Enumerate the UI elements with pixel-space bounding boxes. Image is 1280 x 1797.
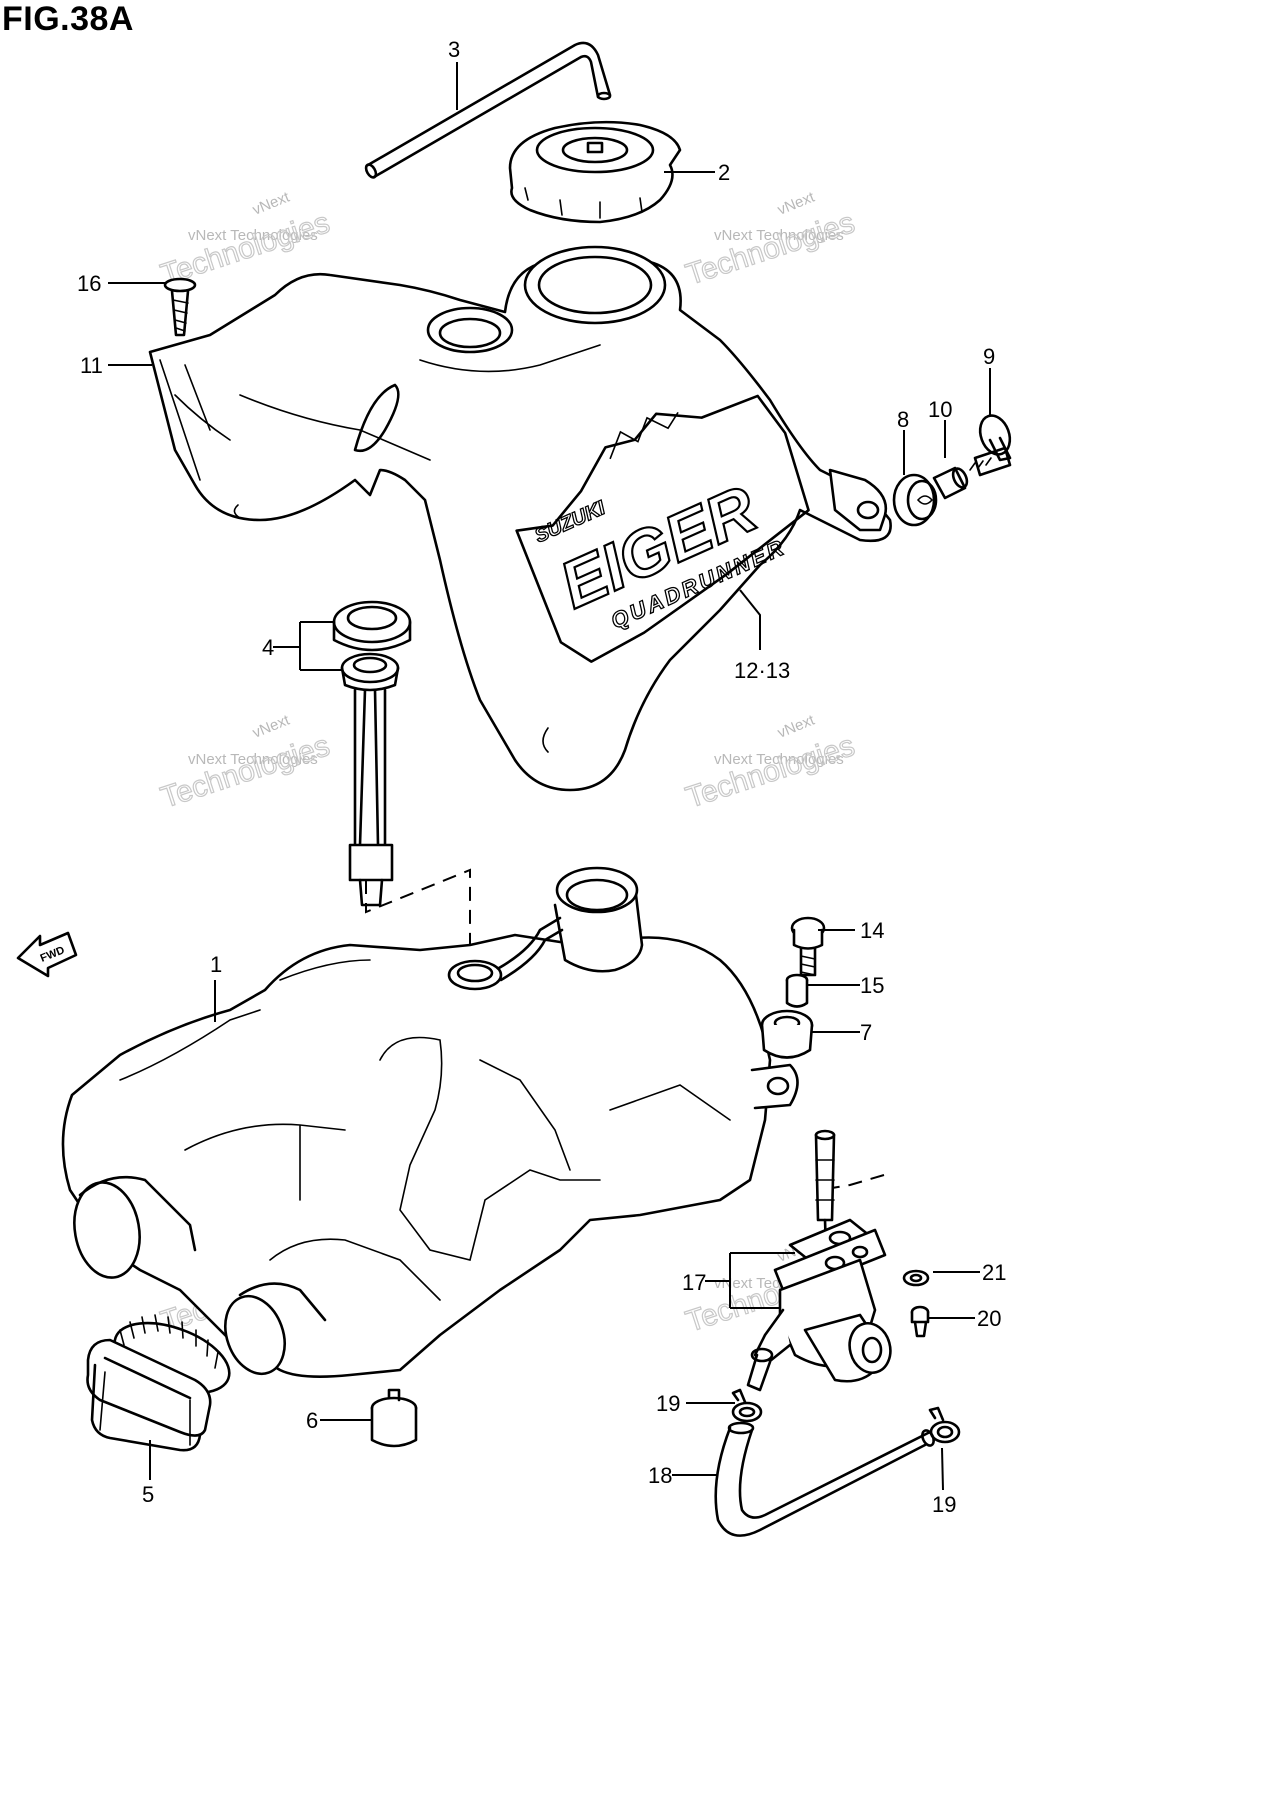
callout-12-13: 12·13 (734, 658, 790, 683)
watermark-mid-left: vNext vNext Technologies Technologies (156, 711, 334, 815)
callout-8: 8 (897, 407, 909, 432)
callout-16: 16 (77, 271, 101, 296)
part-grommet-8 (892, 473, 938, 527)
part-fuel-hose (714, 1421, 935, 1537)
part-clamp-19b (928, 1406, 961, 1444)
part-fuel-gauge (332, 600, 412, 907)
watermark-text: Technologies (682, 729, 859, 815)
callout-14: 14 (860, 918, 884, 943)
callout-19a: 19 (656, 1391, 680, 1416)
callout-18: 18 (648, 1463, 672, 1488)
watermark-text: Technologies (682, 206, 859, 292)
watermark-text: vNext (775, 711, 818, 741)
part-collar-15 (785, 973, 809, 1008)
watermark-text: vNext Technologies (714, 227, 844, 244)
callout-5: 5 (142, 1482, 154, 1507)
callout-3: 3 (448, 37, 460, 62)
callout-15: 15 (860, 973, 884, 998)
watermark-text: vNext Technologies (714, 751, 844, 768)
callout-21: 21 (982, 1260, 1006, 1285)
watermark-text: vNext (775, 188, 818, 218)
callout-labels: 3 2 16 11 9 10 8 12·13 4 1 14 15 7 17 21… (77, 37, 1006, 1517)
assembly-line-gauge (365, 868, 471, 950)
part-tank-cover (148, 245, 892, 792)
callout-9: 9 (983, 344, 995, 369)
watermark-text: vNext Technologies (188, 227, 318, 244)
part-screw-16 (163, 277, 197, 337)
fwd-arrow: FWD (16, 931, 78, 978)
part-screw-20 (910, 1305, 930, 1338)
watermark-text: vNext (250, 188, 293, 218)
callout-4: 4 (262, 635, 274, 660)
part-fuel-cock (746, 1129, 892, 1392)
part-clamp-ring-5 (86, 1314, 231, 1452)
callout-19b: 19 (932, 1492, 956, 1517)
part-bolt-9 (969, 414, 1012, 477)
watermark-text: vNext (250, 711, 293, 741)
callout-1: 1 (210, 952, 222, 977)
callout-6: 6 (306, 1408, 318, 1433)
part-fuel-cap (508, 120, 682, 224)
watermark-text: Technologies (157, 729, 334, 815)
part-collar-10 (932, 466, 969, 500)
callout-10: 10 (928, 397, 952, 422)
callout-2: 2 (718, 160, 730, 185)
callout-7: 7 (860, 1020, 872, 1045)
watermark-text: vNext Technologies (188, 751, 318, 768)
figure-title: FIG.38A (2, 0, 134, 38)
part-bolt-14 (790, 916, 826, 977)
part-cushion-6 (370, 1388, 418, 1448)
watermark-top-right: vNext vNext Technologies Technologies (681, 188, 859, 292)
part-clamp-19a (731, 1388, 763, 1423)
part-breather-hose (364, 41, 612, 179)
leader-lines (108, 62, 991, 1491)
callout-11: 11 (80, 353, 103, 378)
part-cushion-7 (760, 1009, 814, 1059)
callout-17: 17 (682, 1270, 706, 1295)
part-fuel-tank (61, 866, 799, 1378)
part-washer-21 (902, 1269, 930, 1287)
watermark-mid-right: vNext vNext Technologies Technologies (681, 711, 859, 815)
callout-20: 20 (977, 1306, 1001, 1331)
